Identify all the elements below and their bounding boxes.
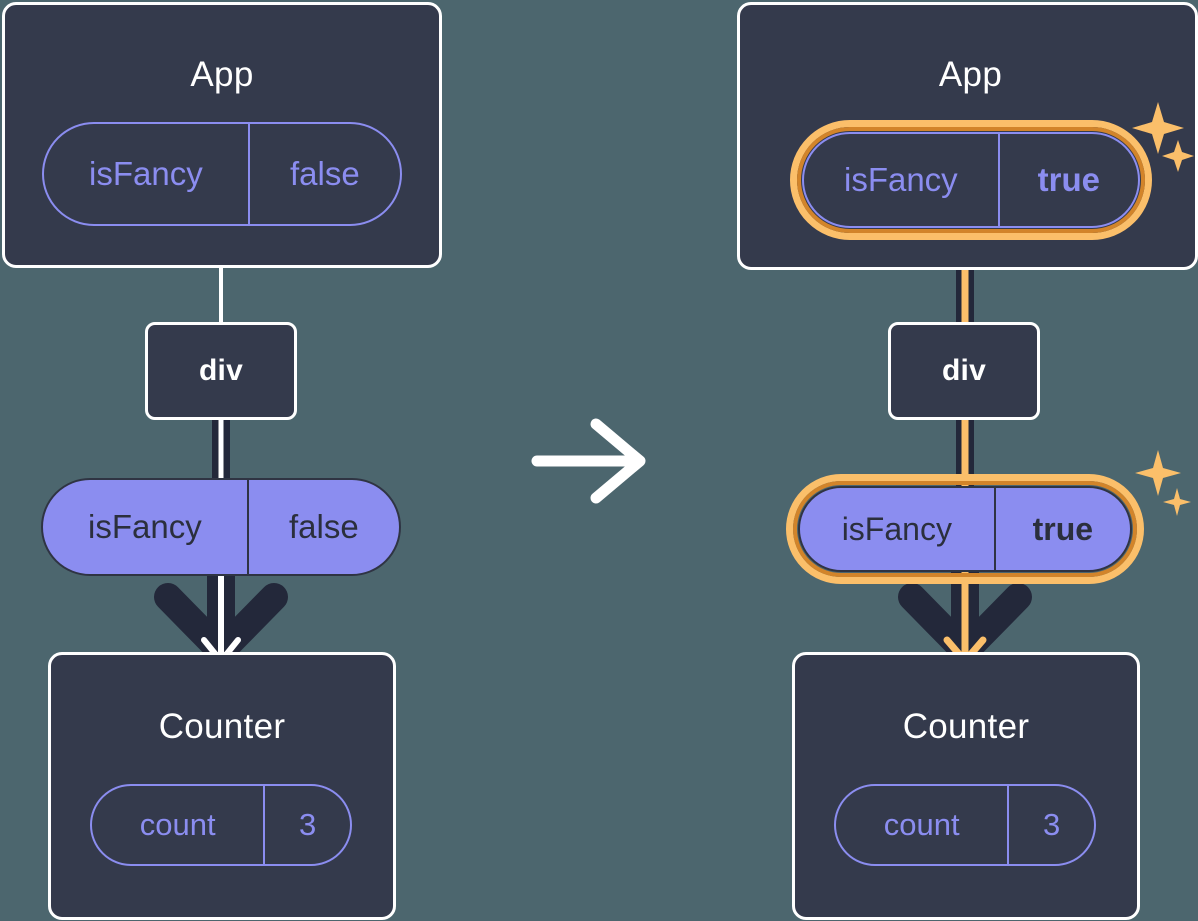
counter-title-before: Counter xyxy=(158,707,286,746)
props-pill-before[interactable]: isFancy false xyxy=(41,478,401,576)
div-box-label-before: div xyxy=(199,354,243,387)
app-state-key-before: isFancy xyxy=(89,155,203,192)
arrow-props-to-counter-right xyxy=(898,566,1032,665)
app-state-key-after: isFancy xyxy=(843,161,958,198)
props-key-after: isFancy xyxy=(841,510,952,547)
app-state-pill-before[interactable]: isFancy false xyxy=(42,122,402,226)
transition-arrow-icon xyxy=(531,418,646,504)
app-state-pill-after[interactable]: isFancy true xyxy=(802,132,1140,228)
app-title-after: App xyxy=(938,55,1003,94)
counter-state-value-before: 3 xyxy=(263,786,350,864)
counter-state-pill-after[interactable]: count 3 xyxy=(834,784,1096,866)
app-state-value-before: false xyxy=(247,124,400,224)
props-value-after: true xyxy=(993,488,1130,570)
counter-state-value-after: 3 xyxy=(1007,786,1094,864)
props-pill-after[interactable]: isFancy true xyxy=(798,486,1132,572)
counter-state-key-before: count xyxy=(139,807,216,842)
counter-state-pill-before[interactable]: count 3 xyxy=(90,784,352,866)
arrow-props-to-counter-left xyxy=(154,566,288,665)
div-box-after[interactable]: div xyxy=(888,322,1040,420)
counter-state-key-after: count xyxy=(883,807,960,842)
props-key-before: isFancy xyxy=(88,508,202,545)
div-box-before[interactable]: div xyxy=(145,322,297,420)
div-box-label-after: div xyxy=(942,354,986,387)
counter-title-after: Counter xyxy=(902,707,1030,746)
app-state-value-after: true xyxy=(997,134,1138,226)
props-value-before: false xyxy=(246,480,399,574)
app-title-before: App xyxy=(190,55,254,94)
